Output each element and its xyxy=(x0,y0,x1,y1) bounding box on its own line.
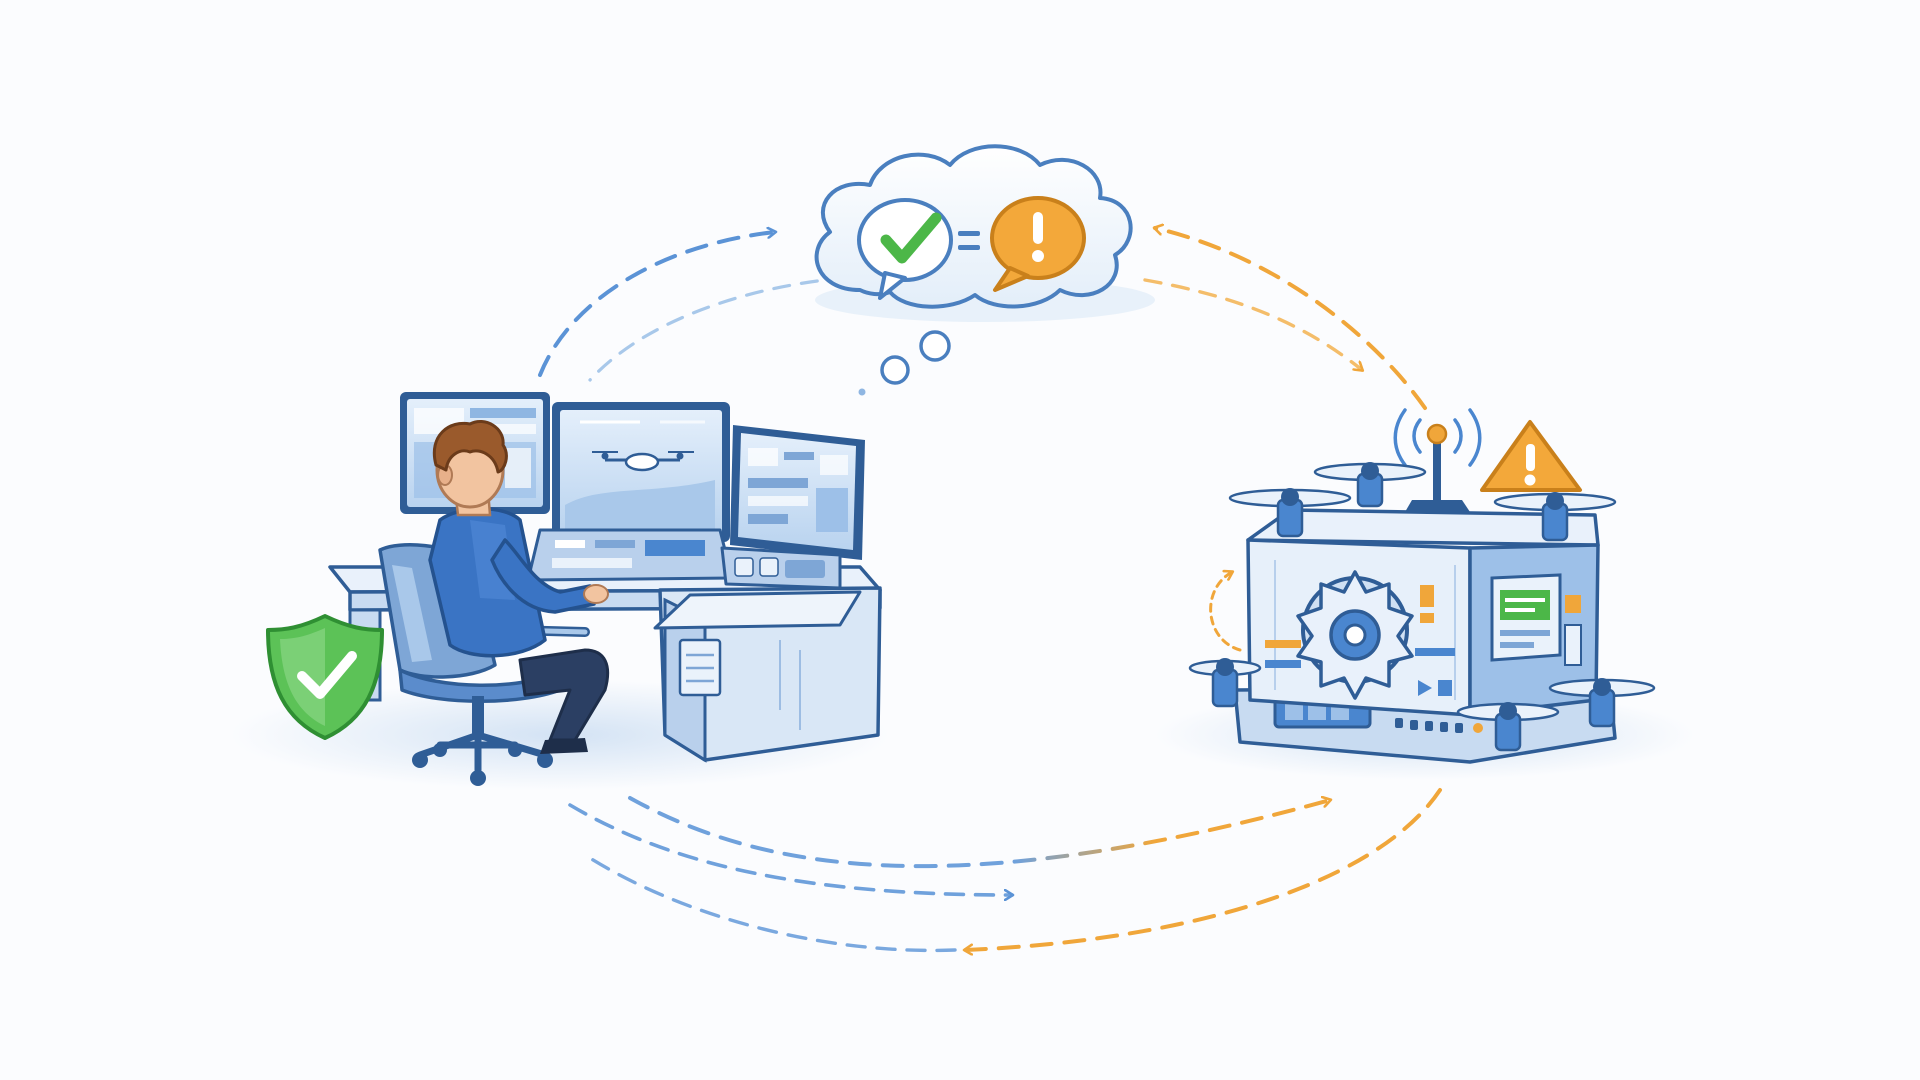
thought-cloud xyxy=(814,144,1155,396)
thought-bubble-small xyxy=(880,355,910,385)
control-panel-center xyxy=(526,528,734,582)
operator-workstation xyxy=(230,392,890,790)
drone-front-indicators xyxy=(1265,585,1455,696)
antenna xyxy=(1405,423,1470,512)
autonomous-drone-system xyxy=(1155,408,1695,780)
flow-trail-thought-to-operator xyxy=(588,276,847,382)
thought-bubble-medium xyxy=(919,330,951,362)
flow-trail-lower-left xyxy=(583,853,957,953)
flow-arrow-drone-to-thought xyxy=(1155,228,1427,410)
shield-check-icon xyxy=(266,614,384,740)
gear-icon xyxy=(1296,570,1414,700)
control-panel-right xyxy=(720,546,842,590)
warning-triangle-icon xyxy=(1480,420,1582,492)
operator-arm xyxy=(490,538,596,614)
rotor-front-center xyxy=(1456,702,1560,752)
flow-arrow-drone-to-operator xyxy=(965,788,1442,950)
check-speech-bubble-icon xyxy=(857,198,953,300)
desk-writing-pad xyxy=(653,590,862,630)
rotor-back-center xyxy=(1313,462,1427,508)
flow-arrow-operator-bottom-short xyxy=(568,803,1012,895)
drone-on-screen-icon xyxy=(592,451,694,472)
drone-body xyxy=(1246,508,1600,717)
operator-legs xyxy=(518,648,610,742)
drone-feedback-loop-arrow xyxy=(1209,572,1242,652)
wireless-signal-icon xyxy=(1393,408,1482,467)
human-operator xyxy=(428,420,610,754)
thought-bubble-tiny xyxy=(858,388,866,396)
rotor-front-left xyxy=(1188,658,1262,708)
status-leds xyxy=(1395,718,1483,733)
equals-icon xyxy=(958,231,980,250)
exclamation-speech-bubble-icon xyxy=(990,196,1086,292)
monitor-right xyxy=(730,425,865,560)
flow-arrow-thought-to-drone xyxy=(1143,278,1362,370)
operator-hair xyxy=(432,420,508,474)
flow-arrow-operator-to-thought xyxy=(538,232,775,377)
rotor-back-right xyxy=(1493,492,1617,542)
flow-arrows xyxy=(538,228,1442,953)
rotor-front-right xyxy=(1548,678,1656,728)
rotor-back-left xyxy=(1228,488,1352,538)
flow-arrow-operator-to-drone xyxy=(628,798,1330,869)
drone-side-screen xyxy=(1490,573,1582,666)
monitor-center xyxy=(552,402,730,542)
